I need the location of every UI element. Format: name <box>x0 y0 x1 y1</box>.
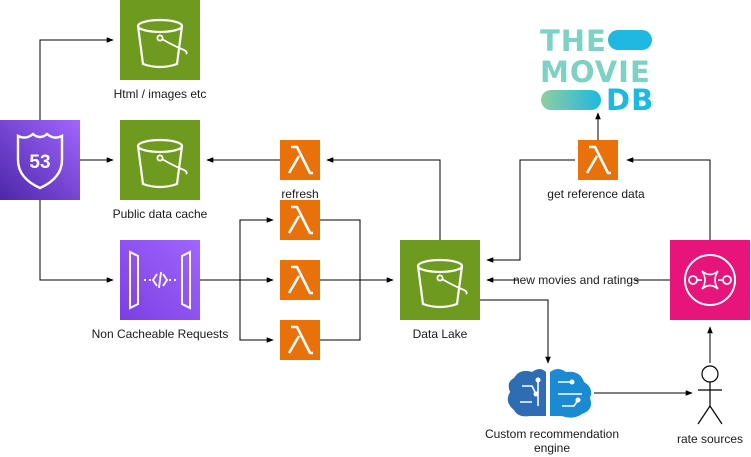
data-lake-node[interactable] <box>400 240 480 320</box>
edge-label-background <box>518 272 634 287</box>
eventbridge-node[interactable] <box>670 240 750 320</box>
tmdb-logo-line1: THE <box>540 24 607 58</box>
edge-api-to-lambda-top <box>200 217 274 281</box>
data-lake-label: Data Lake <box>413 327 468 341</box>
lambda-icon <box>578 140 618 180</box>
lambda-reference-label: get reference data <box>547 187 645 201</box>
html-bucket-label: Html / images etc <box>114 87 207 101</box>
tmdb-logo-line3: DB <box>606 83 654 117</box>
api-gateway-label: Non Cacheable Requests <box>92 327 229 341</box>
lambda-refresh-label: refresh <box>281 187 318 201</box>
eventbridge-icon <box>670 240 750 320</box>
edge-lambda-top-to-datalake <box>320 219 361 280</box>
tmdb-pill-top <box>608 30 652 50</box>
lambda-icon <box>280 260 320 300</box>
route53-number: 53 <box>29 152 50 173</box>
lambda-icon <box>280 200 320 240</box>
rate-sources-label: rate sources <box>677 432 743 446</box>
edge-route53-to-html <box>39 37 114 120</box>
edge-route53-to-api <box>39 200 114 283</box>
route53-shield-icon <box>0 120 80 200</box>
edge-reference-to-datalake <box>486 159 575 263</box>
recommendation-engine-node[interactable] <box>507 369 592 418</box>
edge-datalake-to-refresh <box>326 157 441 240</box>
edge-api-to-lambda-bottom <box>239 280 274 343</box>
public-cache-bucket-node[interactable] <box>120 120 200 200</box>
edges <box>39 37 713 396</box>
rate-sources-node[interactable] <box>697 365 723 425</box>
edge-eventbus-to-reference <box>626 157 711 240</box>
recommendation-engine-label-line2: engine <box>534 441 570 455</box>
edge-lambda-bottom-to-datalake <box>320 280 361 341</box>
lambda-refresh-node[interactable] <box>280 140 320 180</box>
lambda-reference-node[interactable] <box>578 140 618 180</box>
actor-icon <box>697 365 723 425</box>
edge-datalake-to-engine <box>480 299 551 364</box>
lambda-icon <box>280 320 320 360</box>
html-bucket-node[interactable] <box>120 0 200 80</box>
lambda-api-bottom-node[interactable] <box>280 320 320 360</box>
tmdb-logo: THE MOVIE DB <box>540 24 654 117</box>
api-gateway-node[interactable] <box>120 240 200 320</box>
lambda-api-mid-node[interactable] <box>280 260 320 300</box>
recommendation-engine-label-line1: Custom recommendation <box>485 427 619 441</box>
public-cache-label: Public data cache <box>113 207 208 221</box>
brain-icon <box>507 369 592 418</box>
edge-label-new-movies: new movies and ratings <box>513 273 639 287</box>
lambda-icon <box>280 140 320 180</box>
tmdb-pill-bottom <box>541 90 601 110</box>
route53-node[interactable]: 53 <box>0 120 80 200</box>
tmdb-logo-line2: MOVIE <box>540 55 651 89</box>
lambda-api-top-node[interactable] <box>280 200 320 240</box>
